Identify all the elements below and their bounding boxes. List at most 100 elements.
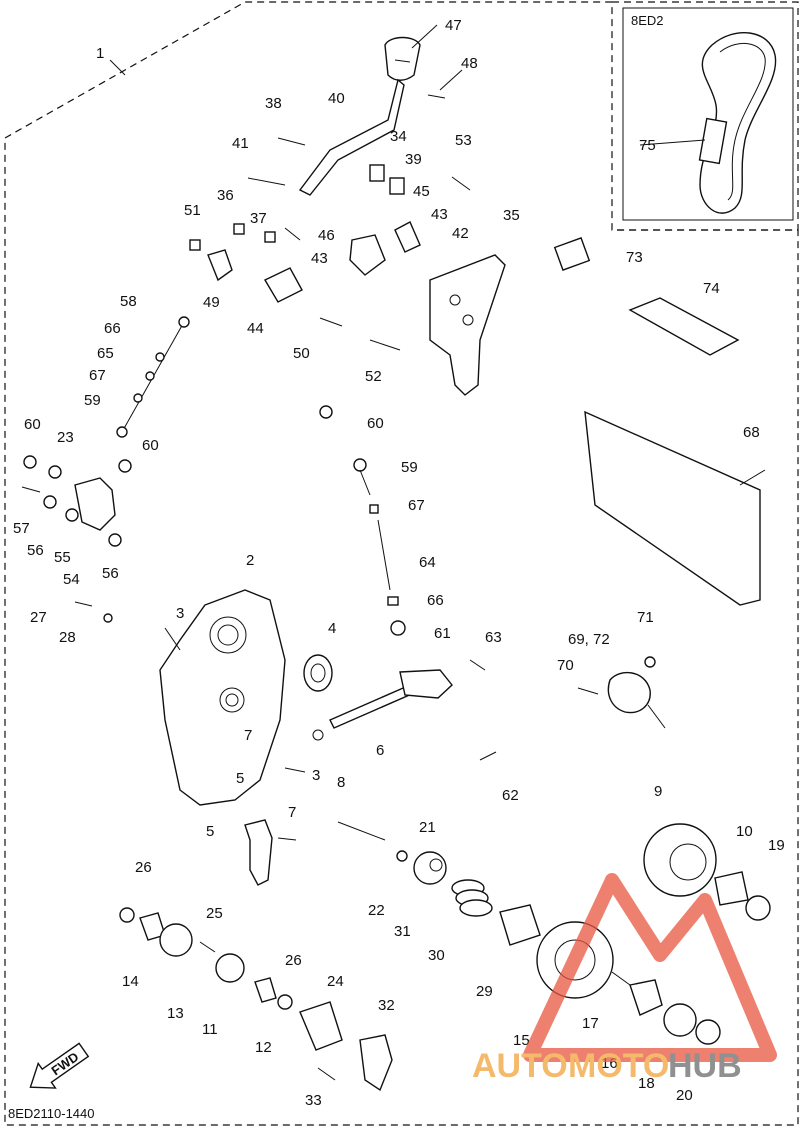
- sleeve-29: [499, 904, 541, 946]
- bracket-32: [359, 1034, 393, 1092]
- inset-code: 8ED2: [631, 13, 664, 28]
- callout-65: 65: [97, 345, 114, 362]
- callout-49: 49: [203, 294, 220, 311]
- callout-62: 62: [502, 787, 519, 804]
- callout-66: 66: [104, 320, 121, 337]
- bolt-38: [277, 137, 306, 146]
- callout-30: 30: [428, 947, 445, 964]
- shift-arm: [399, 669, 453, 699]
- washer-23: [48, 465, 62, 479]
- nut-66: [155, 352, 165, 362]
- callout-55: 55: [54, 549, 71, 566]
- callout-60: 60: [367, 415, 384, 432]
- pin-7: [277, 837, 297, 841]
- callout-67: 67: [408, 497, 425, 514]
- callout-56: 56: [27, 542, 44, 559]
- callout-58: 58: [120, 293, 137, 310]
- callout-39: 39: [405, 151, 422, 168]
- circlip-8: [312, 729, 324, 741]
- bracket-49: [207, 249, 233, 282]
- callout-13: 13: [167, 1005, 184, 1022]
- callout-63: 63: [485, 629, 502, 646]
- plate-45: [394, 221, 421, 253]
- link-plate: [349, 234, 386, 276]
- nut-71: [644, 656, 656, 668]
- callout-26: 26: [135, 859, 152, 876]
- nut-51: [189, 239, 201, 251]
- fwd-arrow: FWD: [29, 1042, 90, 1089]
- callout-35: 35: [503, 207, 520, 224]
- washer-56: [43, 495, 57, 509]
- callout-9: 9: [654, 783, 662, 800]
- callout-6: 6: [376, 742, 384, 759]
- callout-73: 73: [626, 249, 643, 266]
- spring-25: [199, 941, 216, 953]
- bolt-62: [479, 751, 497, 761]
- callout-60: 60: [24, 416, 41, 433]
- bolt-70: [577, 687, 599, 695]
- plate-44: [264, 267, 303, 303]
- collar-39: [389, 177, 405, 195]
- collar-55: [65, 508, 79, 522]
- rod-64: [377, 519, 391, 591]
- callout-labels: 1 2 3 3 4 5 5 6 7 7 8 9 10 11 12 13 14 1…: [13, 17, 785, 1109]
- snow-flap-68: [584, 410, 761, 606]
- callout-23: 23: [57, 429, 74, 446]
- gear-11: [215, 953, 245, 983]
- seal-4: [303, 654, 333, 692]
- callout-44: 44: [247, 320, 264, 337]
- callout-47: 47: [445, 17, 462, 34]
- callout-53: 53: [455, 132, 472, 149]
- nut-60: [319, 405, 333, 419]
- callout-41: 41: [232, 135, 249, 152]
- callout-42: 42: [452, 225, 469, 242]
- washer-36: [233, 223, 245, 235]
- callout-26: 26: [285, 952, 302, 969]
- callout-3: 3: [176, 605, 184, 622]
- cup-31: [413, 851, 447, 885]
- rod-end-61: [390, 620, 406, 636]
- nut-60-left: [23, 455, 37, 469]
- bolt-27: [74, 601, 93, 607]
- callout-17: 17: [582, 1015, 599, 1032]
- clip-63: [469, 659, 486, 671]
- callout-64: 64: [419, 554, 436, 571]
- callout-8: 8: [337, 774, 345, 791]
- bolt-33: [317, 1067, 336, 1081]
- callout-51: 51: [184, 202, 201, 219]
- spring-17: [611, 971, 631, 986]
- callout-32: 32: [378, 997, 395, 1014]
- callout-71: 71: [637, 609, 654, 626]
- callout-68: 68: [743, 424, 760, 441]
- diagram-code: 8ED2110-1440: [8, 1106, 95, 1121]
- washer-28: [103, 613, 113, 623]
- callout-21: 21: [419, 819, 436, 836]
- callout-22: 22: [368, 902, 385, 919]
- callout-74: 74: [703, 280, 720, 297]
- bolt-41: [247, 177, 286, 186]
- washer-26b: [277, 994, 293, 1010]
- washer-26: [119, 907, 135, 923]
- callout-67: 67: [89, 367, 106, 384]
- callout-60: 60: [142, 437, 159, 454]
- callout-19: 19: [768, 837, 785, 854]
- callout-27: 27: [30, 609, 47, 626]
- callout-40: 40: [328, 90, 345, 107]
- callout-34: 34: [390, 128, 407, 145]
- chaincase-cover: [159, 589, 286, 806]
- callout-5: 5: [206, 823, 214, 840]
- shaft-24: [299, 1001, 343, 1051]
- watermark-text-auto: AUTO: [472, 1047, 568, 1085]
- shift-knob: [384, 36, 421, 81]
- bolt-52: [369, 339, 401, 351]
- rivet-68: [739, 469, 766, 486]
- callout-7: 7: [288, 804, 296, 821]
- spring-46: [284, 227, 301, 241]
- callout-25: 25: [206, 905, 223, 922]
- callout-28: 28: [59, 629, 76, 646]
- dowel-3: [164, 627, 181, 651]
- spring-30: [451, 879, 493, 917]
- collar-12: [254, 977, 277, 1003]
- callout-29: 29: [476, 983, 493, 1000]
- bolt-21: [337, 821, 386, 841]
